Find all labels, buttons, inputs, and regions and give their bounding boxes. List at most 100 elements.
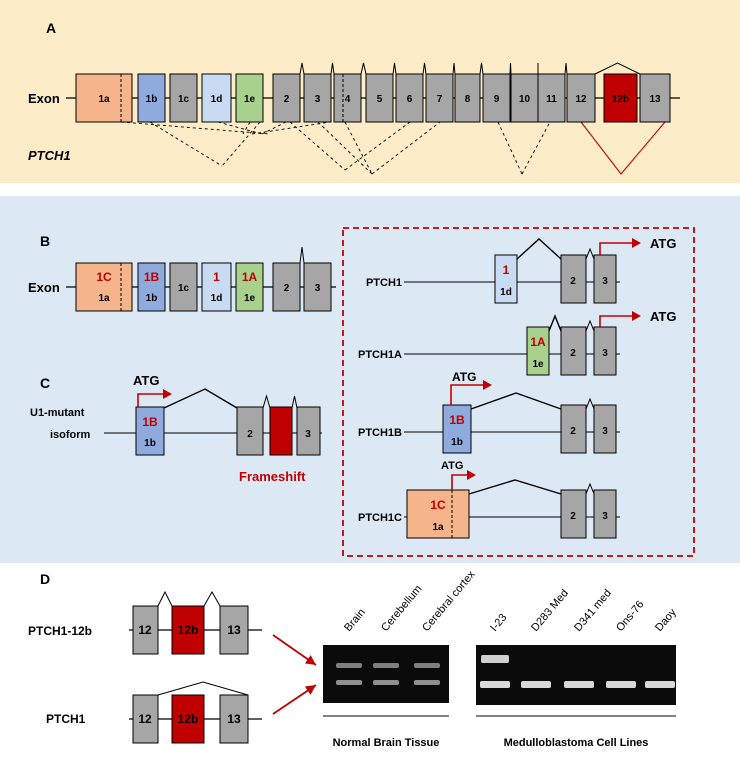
panel-a-exon-5: [365, 73, 394, 123]
panel-a-exon-13: [639, 73, 671, 123]
panel-a-dashed-splice: [317, 121, 373, 175]
panel-c-frameshift-label: Frameshift: [239, 469, 306, 484]
panel-a-exon-label: 8: [465, 94, 471, 105]
panel-a-exon-3: [303, 73, 332, 123]
panel-a-exon-label: 2: [284, 94, 290, 105]
panel-a-exon-11: [537, 73, 566, 123]
isoform-name-ptch1: PTCH1: [366, 277, 402, 289]
panel-d-cell-lane-label: Daoy: [653, 606, 679, 634]
isoform-exon-top-label: 1A: [530, 335, 546, 349]
panel-a-exon-12: [566, 73, 596, 123]
panel-d-skip-peak: [157, 681, 249, 696]
panel-c-exon-2: [236, 406, 264, 456]
panel-a-exon-12b: [603, 73, 638, 123]
isoform-exon-2: [560, 254, 587, 304]
panel-d-band-upper: [481, 655, 509, 663]
panel-a-splice-peak: [330, 62, 335, 75]
panel-d-band-lower: [414, 680, 440, 685]
panel-a-exon-label: 11: [546, 94, 557, 105]
panel-b-exon-label: 1c: [178, 283, 190, 294]
panel-c-exon-bottom-label: 1b: [144, 438, 156, 449]
panel-b-exon-isoform-label: 1A: [242, 270, 258, 284]
panel-d-tissue-lane-label: Brain: [342, 607, 368, 634]
panel-a-exon-label: 1c: [178, 94, 190, 105]
isoform-exon-3: [593, 254, 617, 304]
panel-d-band-lower: [521, 681, 551, 688]
panel-c-exon-3: [296, 406, 321, 456]
panel-b-exon-label: 1b: [146, 293, 158, 304]
panel-d-band-lower: [336, 680, 362, 685]
panel-a-exon-1a: [75, 73, 133, 123]
panel-d-tissue-lane-label: Cerebral cortex: [420, 568, 478, 634]
isoform-exon-3: [593, 326, 617, 376]
isoform-exon-2-label: 2: [570, 348, 576, 359]
panel-a-exon-1c: [169, 73, 198, 123]
panel-a-splice-peak: [422, 62, 427, 75]
isoform-box: [342, 227, 695, 557]
isoform-splice-peak-2-3: [585, 482, 595, 495]
isoform-exon-3-label: 3: [602, 511, 608, 522]
panel-d-exon-12b: [171, 605, 205, 655]
panel-a-splice-peak: [452, 62, 456, 75]
panel-c-atg-arrow-head: [163, 389, 172, 399]
isoform-name-ptch1c: PTCH1C: [358, 512, 402, 524]
panel-d-cell-lane-label: I-23: [488, 612, 509, 634]
panel-a-gene-label: PTCH1: [28, 148, 71, 163]
panel-a-splice-lines: [120, 62, 666, 175]
panel-b-exon-label: 1e: [244, 293, 256, 304]
panel-d-band-lower: [373, 680, 399, 685]
isoform-exon-3-label: 3: [602, 426, 608, 437]
panel-d-cell-lane-label: Ons-76: [614, 599, 646, 634]
panel-b-exon-1e: [235, 262, 264, 312]
panel-d-band-upper: [373, 663, 399, 668]
panel-a-exon-label: 5: [377, 94, 383, 105]
panel-c-atg-arrow: [137, 393, 163, 407]
panel-d-exon-12: [132, 694, 159, 744]
panel-c-exon-2-label: 2: [247, 429, 253, 440]
panel-d-tissue-lane-label: Cerebellum: [379, 583, 424, 634]
panel-d-band-upper: [336, 663, 362, 668]
panel-a-splice-peak: [594, 62, 641, 75]
isoform-splice-peak: [468, 479, 562, 495]
panel-a-row-label: Exon: [28, 91, 60, 106]
isoform-exon-2-label: 2: [570, 511, 576, 522]
panel-d-exon-12-label: 12: [138, 712, 152, 726]
panel-a-dashed-splice: [149, 121, 223, 167]
isoform-splice-peak-2-3: [585, 319, 595, 332]
panel-d-band-lower: [480, 681, 510, 688]
panel-d-row1-label: PTCH1-12b: [28, 624, 92, 638]
panel-a-dashed-splice: [251, 121, 331, 135]
panel-a-splice-peak: [392, 62, 397, 75]
isoform-exon-1a: [406, 489, 470, 539]
isoform-exon-bottom-label: 1e: [532, 359, 544, 370]
panel-c-label-line2: isoform: [50, 429, 91, 441]
atg-arrow-ptch1c-head: [467, 470, 476, 480]
atg-arrow-ptch1a: [599, 315, 632, 327]
panel-d-letter: D: [40, 571, 50, 587]
panel-a-exon-9: [482, 73, 511, 123]
panel-b-exon-isoform-label: 1C: [96, 270, 112, 284]
panel-d-arrow-row1-head: [304, 655, 316, 665]
panel-d-band-upper: [414, 663, 440, 668]
isoform-exon-top-label: 1C: [430, 498, 446, 512]
panel-b-splice-peak: [299, 246, 305, 264]
isoform-exon-bottom-label: 1a: [432, 522, 444, 533]
panel-a-dashed-splice: [217, 121, 263, 135]
panel-a-dashed-splice: [289, 121, 346, 171]
panel-a-12b-splice: [580, 121, 666, 175]
panel-b-exon-1a: [75, 262, 133, 312]
panel-d-peak-12-12b: [157, 590, 173, 607]
panel-b-row-label: Exon: [28, 280, 60, 295]
panel-a-dashed-splice: [261, 121, 287, 135]
atg-arrow-ptch1b: [450, 384, 483, 405]
panel-a-exon-8: [454, 73, 481, 123]
isoform-splice-peak: [470, 392, 562, 410]
panel-a-letter: A: [46, 20, 56, 36]
panel-c-atg-label: ATG: [133, 373, 159, 388]
panel-a-exon-2: [272, 73, 301, 123]
